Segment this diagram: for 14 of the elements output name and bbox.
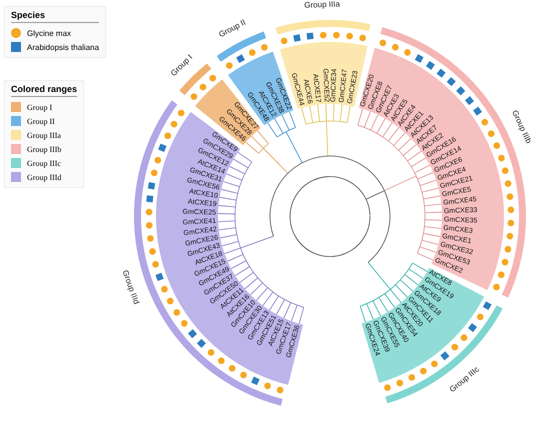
group-label: Group II <box>217 18 248 40</box>
group-label: Group IIIa <box>304 0 340 10</box>
legend-label: Group II <box>27 116 55 126</box>
legend-label: Glycine max <box>27 28 72 38</box>
legend-label: Group IIIb <box>27 144 62 154</box>
group-label: Group IIId <box>120 268 142 306</box>
legend-heading: Species <box>11 10 100 23</box>
legend-label: Group IIIa <box>27 130 61 140</box>
group-label: Group IIIb <box>510 108 534 145</box>
legend-label: Group IIId <box>27 172 62 182</box>
legend-label: Arabidopsis thaliana <box>27 42 100 52</box>
legend-label: Group I <box>27 102 52 112</box>
legend-label: Group IIIc <box>27 158 61 168</box>
legend-heading: Colored ranges <box>11 84 78 97</box>
